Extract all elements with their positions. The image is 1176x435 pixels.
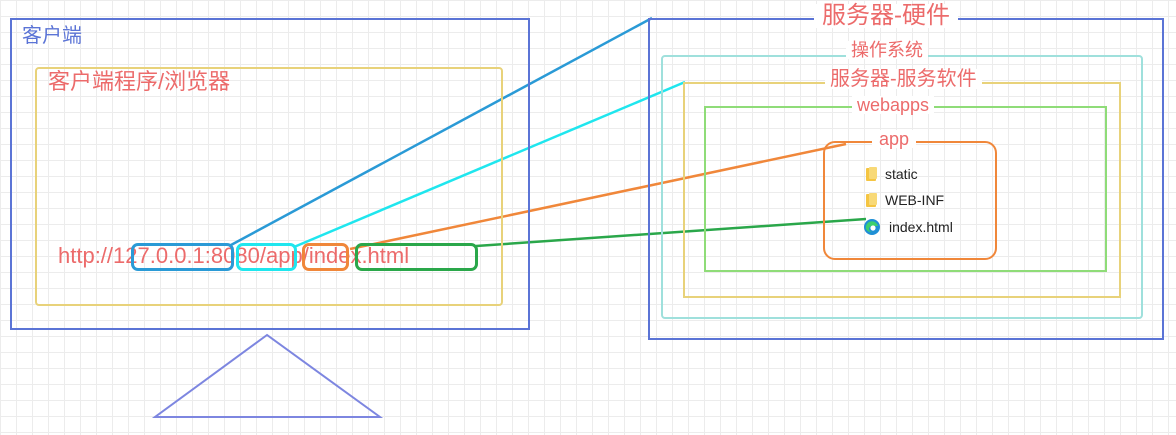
port-to-software-line bbox=[293, 80, 686, 249]
url-protocol: http:// bbox=[58, 243, 114, 268]
file-item-static[interactable]: static bbox=[866, 166, 918, 182]
client-label: 客户端 bbox=[22, 25, 82, 47]
url-slash: / bbox=[302, 243, 309, 268]
server-hardware-label: 服务器-硬件 bbox=[814, 4, 958, 28]
edge-browser-icon bbox=[863, 218, 881, 236]
app-to-app-folder-line bbox=[349, 142, 847, 251]
port-highlight bbox=[236, 243, 297, 271]
file-name: WEB-INF bbox=[885, 192, 945, 208]
file-to-index-line bbox=[475, 217, 867, 248]
file-name: index.html bbox=[889, 219, 953, 235]
ip-to-hardware-line bbox=[230, 16, 653, 247]
file-name: static bbox=[885, 166, 918, 182]
url-text: http:// 127.0.0.1 : 8080 / app / index.h… bbox=[58, 245, 409, 267]
folder-icon bbox=[866, 167, 877, 181]
url-file: index.html bbox=[308, 243, 410, 268]
client-monitor-frame bbox=[10, 18, 530, 330]
client-program-label: 客户端程序/浏览器 bbox=[48, 69, 231, 94]
monitor-stand bbox=[151, 333, 384, 418]
file-item-index-html[interactable]: index.html bbox=[863, 218, 953, 236]
server-software-label: 服务器-服务软件 bbox=[825, 69, 982, 89]
folder-icon bbox=[866, 193, 877, 207]
url-colon: : bbox=[204, 243, 211, 268]
app-highlight bbox=[302, 243, 349, 271]
app-folder-label: app bbox=[872, 130, 917, 148]
url-port: 8080 bbox=[210, 243, 260, 268]
file-item-web-inf[interactable]: WEB-INF bbox=[866, 192, 944, 208]
url-ip: 127.0.0.1 bbox=[113, 243, 205, 268]
url-slash: / bbox=[259, 243, 266, 268]
webapps-label: webapps bbox=[852, 96, 935, 114]
ip-highlight bbox=[131, 243, 234, 271]
file-highlight bbox=[355, 243, 478, 271]
client-program-frame bbox=[35, 67, 503, 306]
os-label: 操作系统 bbox=[846, 41, 928, 59]
url-app: app bbox=[266, 243, 303, 268]
